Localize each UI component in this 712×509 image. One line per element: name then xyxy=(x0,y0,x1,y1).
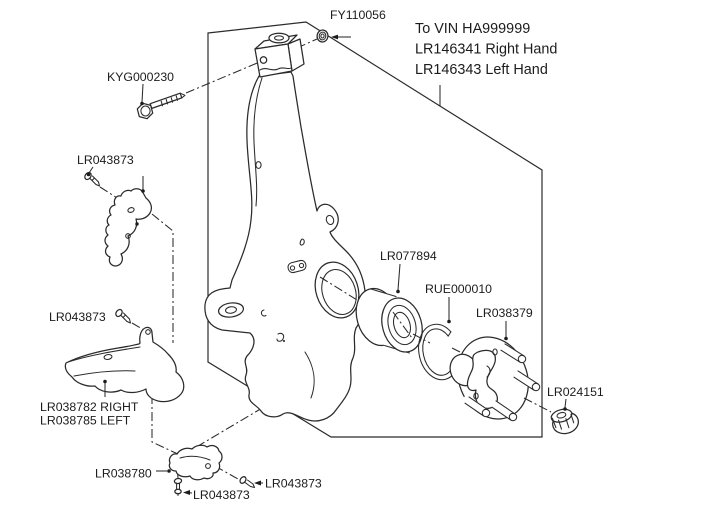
label-lr043873-bottom-right: LR043873 xyxy=(265,477,322,491)
note-line1: To VIN HA999999 xyxy=(415,21,530,37)
knuckle-upper-block xyxy=(254,32,305,78)
screw-mid-drawing xyxy=(115,308,132,324)
label-kyg000230: KYG000230 xyxy=(107,70,174,84)
label-lr024151: LR024151 xyxy=(547,385,604,399)
screw-upper-drawing xyxy=(84,171,101,187)
label-rue000010: RUE000010 xyxy=(425,282,492,296)
note-line3: LR146343 Left Hand xyxy=(415,62,548,78)
label-fy110056: FY110056 xyxy=(330,8,386,22)
washer-drawing xyxy=(316,29,351,43)
label-lr043873-mid: LR043873 xyxy=(49,310,106,324)
screw-bottom-right-drawing xyxy=(239,476,256,489)
selection-box xyxy=(207,21,543,438)
label-lr077894: LR077894 xyxy=(380,249,437,263)
knuckle-ear-hole xyxy=(325,214,335,226)
knuckle-lug-hole xyxy=(217,302,245,318)
label-lr043873-bottom: LR043873 xyxy=(193,488,250,502)
centerline-hub-nut xyxy=(523,397,552,413)
bolt-drawing xyxy=(136,92,186,120)
label-shield-left: LR038785 LEFT xyxy=(40,414,131,428)
label-shield-right: LR038782 RIGHT xyxy=(40,400,139,414)
centerline-ring-hub xyxy=(451,347,461,353)
hub-nut-drawing xyxy=(550,408,579,435)
text-labels: FY110056 To VIN HA999999 LR146341 Right … xyxy=(40,8,604,502)
upper-bracket-drawing xyxy=(104,176,152,267)
hub-drawing xyxy=(449,336,541,422)
wheel-bearing-drawing xyxy=(355,287,423,354)
label-lr038379: LR038379 xyxy=(476,306,533,320)
lower-bracket-drawing xyxy=(168,444,223,481)
wheel-studs xyxy=(462,342,541,422)
centerline-bearing-ring xyxy=(412,333,431,344)
label-lr043873-upper: LR043873 xyxy=(77,153,134,167)
steering-knuckle-drawing xyxy=(204,32,367,422)
label-lr038780: LR038780 xyxy=(95,467,152,481)
leader-lines xyxy=(86,83,567,495)
splash-shield-drawing xyxy=(64,326,185,403)
note-line2: LR146341 Right Hand xyxy=(415,42,557,58)
hub-axis-centerline xyxy=(319,276,371,309)
